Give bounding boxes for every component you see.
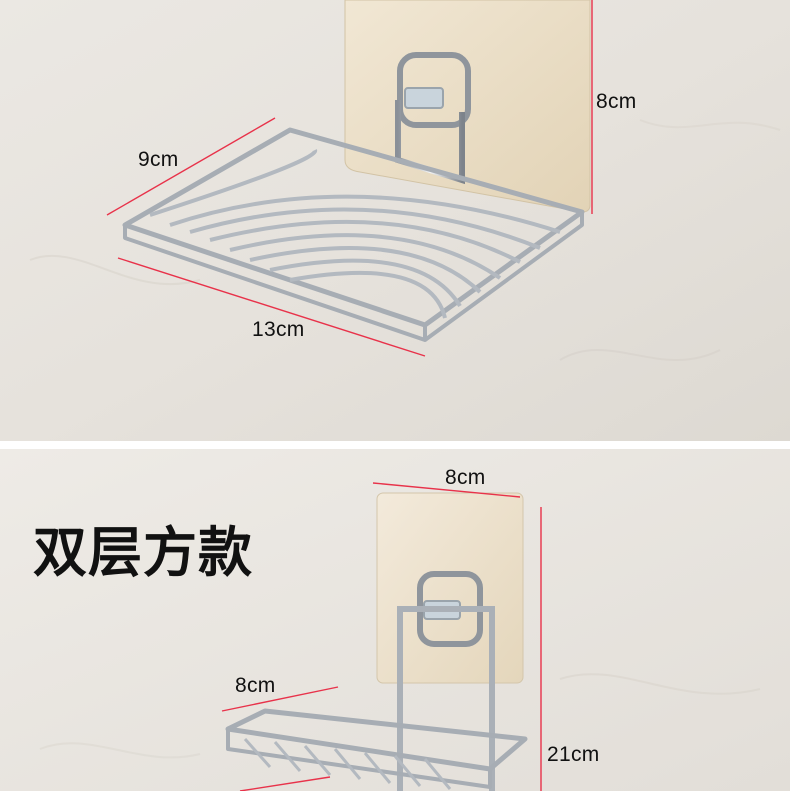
label-dish-length: 13cm xyxy=(252,318,305,341)
hook xyxy=(397,52,471,128)
soap-dish-slats xyxy=(149,149,561,319)
soap-dish-frame xyxy=(122,127,585,342)
label-dish-width: 8cm xyxy=(235,674,276,697)
top-product-photo: 9cm 13cm 8cm xyxy=(0,0,790,441)
adhesive-plate xyxy=(376,492,524,684)
label-dish-height: 8cm xyxy=(596,90,637,113)
bottom-product-photo: 8cm 8cm 21cm xyxy=(0,449,790,791)
label-dish-width: 9cm xyxy=(138,148,179,171)
soap-dish-frame xyxy=(225,708,528,789)
section-title: 双层方款 xyxy=(33,521,253,584)
soap-dish-slats xyxy=(243,738,452,790)
dimension-lines xyxy=(106,0,593,357)
panel-separator xyxy=(0,441,790,449)
single-soap-dish-illustration xyxy=(0,0,790,441)
double-soap-dish-illustration xyxy=(0,449,790,791)
label-plate-width: 8cm xyxy=(445,466,486,489)
label-total-height: 21cm xyxy=(547,743,600,766)
dimension-lines xyxy=(221,482,542,791)
